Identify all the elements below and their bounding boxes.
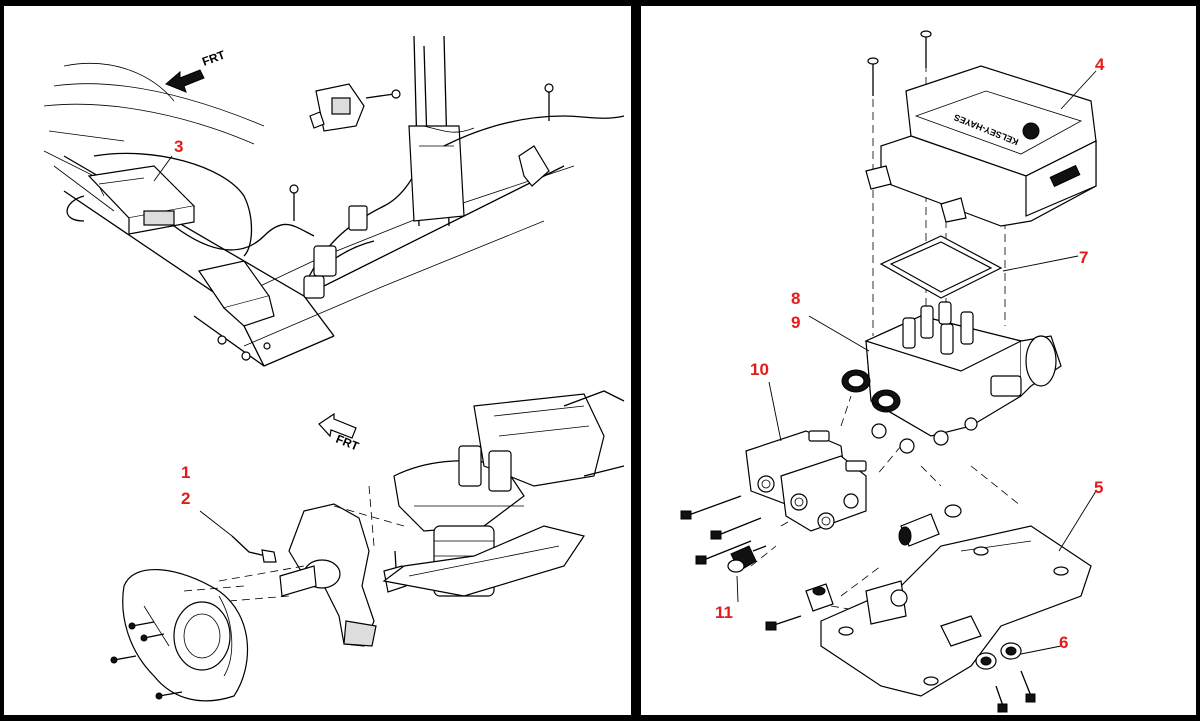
callout-4: 4 — [1095, 55, 1105, 74]
left-diagram-drawing: FRT FRT — [43, 35, 625, 702]
callout-3: 3 — [174, 137, 184, 156]
frt-direction-arrow-top: FRT — [165, 47, 228, 93]
callout-7: 7 — [1079, 248, 1089, 267]
callout-11: 11 — [715, 603, 733, 622]
callout-leaders — [736, 70, 1097, 655]
mounting-bracket — [765, 525, 1092, 697]
frame-rail-view: FRT — [43, 35, 625, 367]
ebcm-cover: KELSEY-HAYES — [865, 65, 1097, 227]
frt-direction-arrow-bottom: FRT — [318, 412, 361, 454]
callout-9: 9 — [791, 313, 801, 332]
callout-5: 5 — [1094, 478, 1104, 497]
hydraulic-modulator — [841, 301, 1062, 454]
callout-6: 6 — [1059, 633, 1069, 652]
isolators — [975, 642, 1036, 713]
right-diagram-panel: KELSEY-HAYES — [641, 6, 1196, 715]
front-suspension-view: FRT — [110, 390, 625, 702]
frt-label-bottom: FRT — [334, 432, 361, 454]
frt-label-top: FRT — [200, 47, 227, 68]
right-diagram-drawing: KELSEY-HAYES — [680, 30, 1097, 713]
callout-1: 1 — [181, 463, 191, 482]
gasket — [879, 235, 1003, 299]
fitting-plug — [898, 504, 962, 547]
shield-screws — [110, 621, 183, 700]
callout-8: 8 — [791, 289, 801, 308]
callout-2: 2 — [181, 489, 191, 508]
proportioning-valve — [680, 430, 867, 565]
callout-10: 10 — [750, 360, 769, 379]
pressure-switch — [727, 545, 767, 573]
left-diagram-panel: FRT FRT — [4, 6, 631, 715]
